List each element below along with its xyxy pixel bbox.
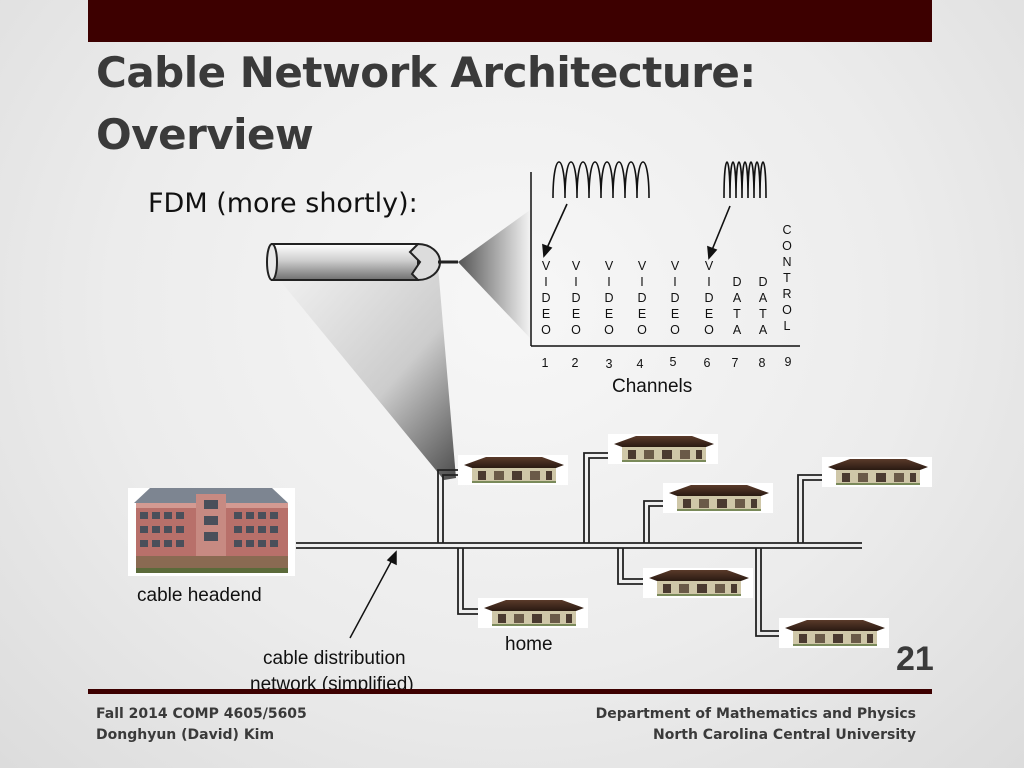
footer-course: Fall 2014 COMP 4605/5605 xyxy=(96,706,307,722)
distribution-pointer-arrow xyxy=(349,550,397,639)
channel-number: 2 xyxy=(571,356,579,370)
channel-number: 9 xyxy=(784,355,792,369)
slide-title-line-1: Cable Network Architecture: xyxy=(96,48,756,97)
coax-cable-icon xyxy=(266,242,458,282)
channels-axis-label: Channels xyxy=(612,376,693,397)
house-icon xyxy=(608,434,718,464)
house-icon xyxy=(779,618,889,648)
top-accent-bar xyxy=(88,0,932,42)
channel-number: 3 xyxy=(605,357,613,371)
house-icon xyxy=(478,598,588,628)
spectrum-zoom-cone xyxy=(458,210,530,338)
slide-title-line-2: Overview xyxy=(96,110,314,159)
house-icon xyxy=(822,457,932,487)
magnify-cone xyxy=(268,266,456,480)
footer-right: Department of Mathematics and Physics No… xyxy=(520,704,916,746)
house-icon xyxy=(458,455,568,485)
data-waveform xyxy=(723,161,767,199)
distribution-network xyxy=(296,452,862,637)
footer-left: Fall 2014 COMP 4605/5605 Donghyun (David… xyxy=(96,704,307,746)
distribution-label-line-1: cable distribution xyxy=(263,648,406,669)
channel-number: 6 xyxy=(703,356,711,370)
waveform-arrows xyxy=(542,203,731,260)
headend-label: cable headend xyxy=(137,585,262,606)
house-icon xyxy=(643,568,753,598)
channel-number: 5 xyxy=(669,355,677,369)
spectrum-axes xyxy=(530,172,800,347)
channel-number: 4 xyxy=(636,357,644,371)
house-icon xyxy=(663,483,773,513)
headend-building-icon xyxy=(128,488,295,576)
channel-number: 7 xyxy=(731,356,739,370)
slide-title: Cable Network Architecture: Overview xyxy=(96,42,856,166)
video-waveform xyxy=(552,161,650,199)
page-number: 21 xyxy=(896,640,934,678)
home-label: home xyxy=(505,634,553,655)
footer-instructor: Donghyun (David) Kim xyxy=(96,727,275,743)
channel-number: 1 xyxy=(541,356,549,370)
slide-subtitle: FDM (more shortly): xyxy=(148,188,418,219)
channel-number: 8 xyxy=(758,356,766,370)
footer-university: North Carolina Central University xyxy=(653,727,916,743)
footer-department: Department of Mathematics and Physics xyxy=(595,706,916,722)
bottom-accent-bar xyxy=(88,689,932,694)
